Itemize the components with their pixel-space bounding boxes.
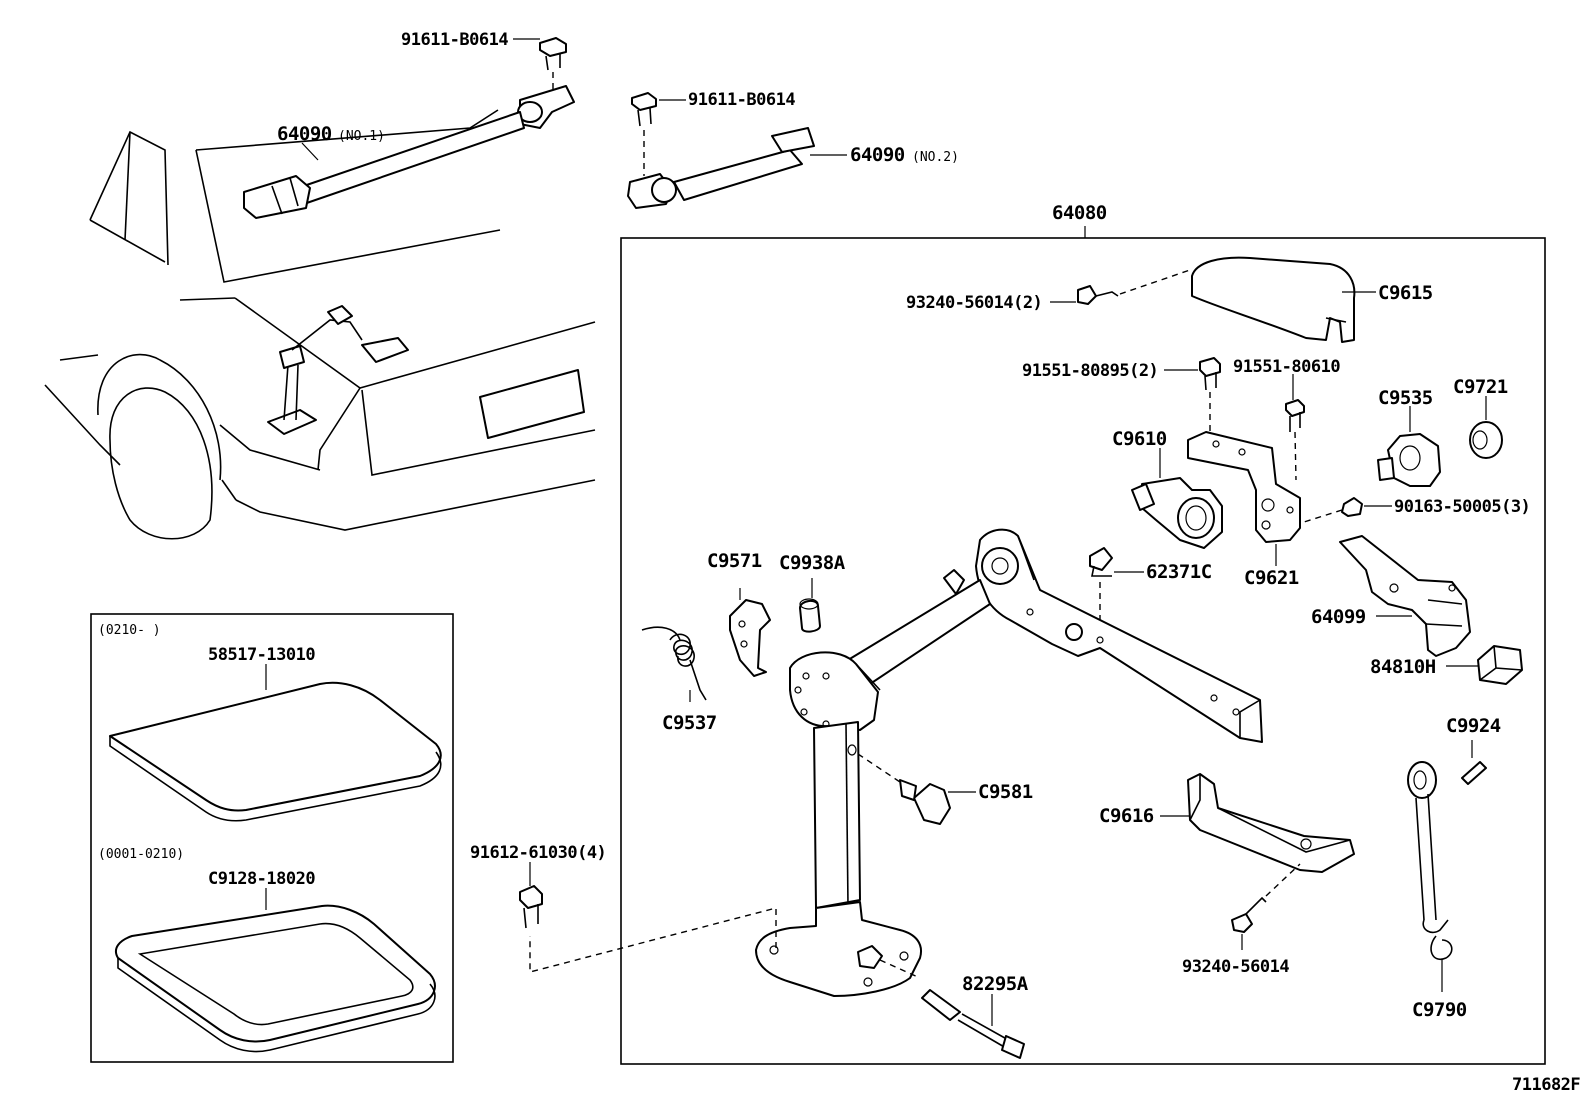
dash-screw-cover <box>1119 269 1191 295</box>
label-bolt-bracket-b: 91551-80610 <box>1233 357 1340 377</box>
label-strap-no1-suffix: (NO.1) <box>338 129 385 144</box>
bolt-bracket-a-shank <box>1204 372 1217 391</box>
screw-single-shank <box>1245 896 1267 915</box>
label-c9721: C9721 <box>1453 376 1508 398</box>
label-strap-no1: 64090 <box>277 123 332 145</box>
leader-strap-no1 <box>301 142 319 161</box>
label-bolt-mid: 91611-B0614 <box>688 90 795 110</box>
label-bolt-91612: 91612-61030(4) <box>470 843 606 863</box>
bolt-bracket-a <box>1199 357 1221 377</box>
dash-bolt-bracket-b <box>1294 431 1297 481</box>
label-84810h: 84810H <box>1370 656 1436 678</box>
part-c9537 <box>641 626 707 701</box>
part-c9581 <box>899 779 951 825</box>
dash-bolt-90163 <box>1303 509 1343 523</box>
car-rear-illustration <box>44 109 596 540</box>
label-screw-single: 93240-56014 <box>1182 957 1289 977</box>
dash-pin <box>879 959 921 979</box>
trunk-mat <box>109 681 442 822</box>
part-82295a <box>921 989 1025 1059</box>
label-c9581: C9581 <box>978 781 1033 803</box>
label-inset-part-a: 58517-13010 <box>208 645 315 665</box>
label-assembly: 64080 <box>1052 202 1107 224</box>
bracket-c9621 <box>1187 431 1301 543</box>
bolt-91612-shank <box>523 904 539 929</box>
part-c9938a <box>799 598 821 633</box>
label-c9571: C9571 <box>707 550 762 572</box>
label-bracket: C9621 <box>1244 567 1299 589</box>
jack-arm-assembly <box>755 528 1263 997</box>
label-c9610: C9610 <box>1112 428 1167 450</box>
part-c9535 <box>1377 433 1441 487</box>
label-c9535: C9535 <box>1378 387 1433 409</box>
bolt-bracket-b-shank <box>1289 412 1301 432</box>
part-c9924 <box>1461 761 1487 785</box>
part-c9616 <box>1187 773 1355 873</box>
cover-c9615 <box>1191 256 1356 343</box>
part-c9571 <box>729 599 771 677</box>
label-inset-range-b: (0001-0210) <box>98 847 184 862</box>
bolt-bracket-b <box>1285 399 1305 417</box>
label-c9537: C9537 <box>662 712 717 734</box>
label-inset-part-b: C9128-18020 <box>208 869 315 889</box>
bolt-91612 <box>519 885 543 909</box>
part-c9610 <box>1131 477 1223 549</box>
assembly-frame <box>620 237 1546 1065</box>
label-screw-cover: 93240-56014(2) <box>906 293 1042 313</box>
label-bolt-top: 91611-B0614 <box>401 30 508 50</box>
label-c9616: C9616 <box>1099 805 1154 827</box>
label-c9790: C9790 <box>1412 999 1467 1021</box>
label-bolt-bracket-a: 91551-80895(2) <box>1022 361 1158 381</box>
bolt-90163 <box>1341 497 1363 517</box>
label-64099: 64099 <box>1311 606 1366 628</box>
screw-single <box>1231 913 1253 933</box>
part-84810h <box>1477 645 1523 685</box>
part-c9721 <box>1469 421 1503 459</box>
strap-no1 <box>243 37 575 219</box>
label-clip: 62371C <box>1146 561 1212 583</box>
strap-no2 <box>627 92 815 209</box>
part-c9790 <box>1407 761 1453 961</box>
label-cover: C9615 <box>1378 282 1433 304</box>
screw-cover-shank <box>1095 291 1119 297</box>
dash-c9581 <box>857 753 901 783</box>
dash-base-bolts <box>529 907 777 973</box>
dash-screw-single <box>1265 863 1301 897</box>
hole-c9581 <box>847 744 857 756</box>
inset-frame <box>90 613 454 1063</box>
label-bolt-90163: 90163-50005(3) <box>1394 497 1530 517</box>
part-64099 <box>1339 535 1471 657</box>
label-c9924: C9924 <box>1446 715 1501 737</box>
label-82295a: 82295A <box>962 973 1029 995</box>
label-c9938a: C9938A <box>779 552 846 574</box>
clip-62371c <box>1089 547 1113 577</box>
diagram-id: 711682F <box>1512 1075 1580 1095</box>
trunk-tray <box>114 904 436 1053</box>
label-inset-range-a: (0210- ) <box>98 623 161 638</box>
label-strap-no2-suffix: (NO.2) <box>912 150 959 165</box>
label-strap-no2: 64090 <box>850 144 905 166</box>
screw-cover <box>1077 285 1097 305</box>
